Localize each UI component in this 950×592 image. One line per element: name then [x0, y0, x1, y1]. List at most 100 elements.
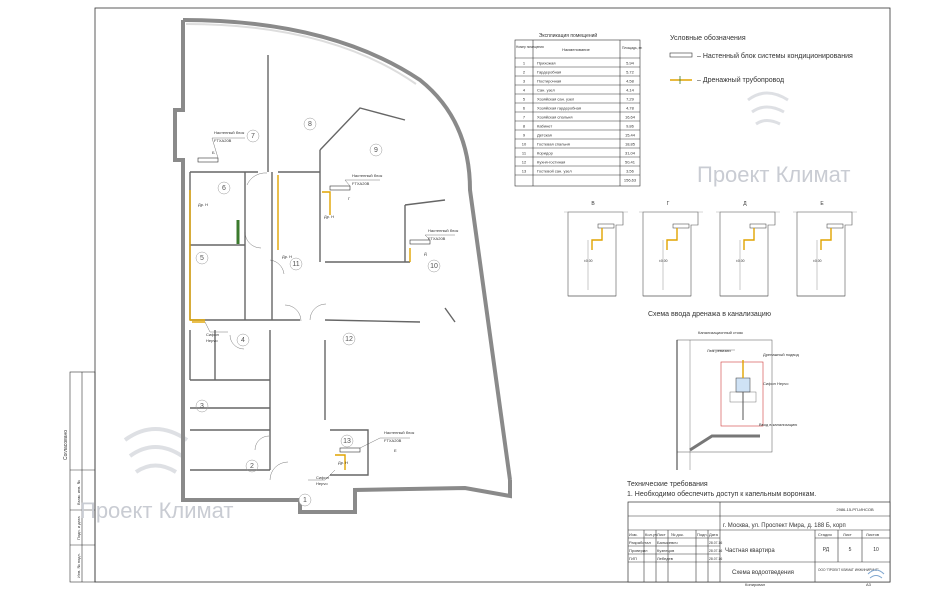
legend-unit-label: – Настенный блок системы кондиционирован… — [697, 52, 853, 60]
person-2-role: Проверил — [629, 548, 648, 553]
stamp-sheets-h: Листов — [866, 532, 879, 537]
hc-1: Кол.уч — [645, 532, 657, 537]
explication-title: Экспликация помещений — [539, 32, 598, 39]
legend-drain-label: – Дренажный трубопровод — [697, 76, 784, 84]
expl-row-name: Коридор — [537, 150, 554, 155]
expl-row-name: Кабинет — [537, 123, 552, 128]
person-3-date: 28.07.16 — [709, 557, 722, 561]
watermark-right: Проект Климат — [697, 162, 850, 187]
person-2-date: 28.07.16 — [709, 549, 722, 553]
margin-sign: Подп. и дата — [76, 516, 81, 540]
expl-row-name: Хозяйская гардеробная — [537, 105, 581, 110]
margin-inv: Инв. № подл. — [76, 553, 81, 578]
interior-walls — [189, 55, 456, 476]
expl-row-num: 13 — [522, 168, 527, 173]
callout-2-letter: Г — [348, 196, 351, 201]
th-name: Наименование — [562, 47, 591, 52]
drain-tag-1: Др. Н — [198, 202, 208, 207]
stamp-sheets: 10 — [873, 547, 879, 553]
callout-2-model: FTXA20B — [352, 181, 370, 186]
callout-1-model: FTXA20B — [214, 138, 232, 143]
callout-3-model: FTXA20B — [428, 236, 446, 241]
ds-siphon: Сифон Hepvo — [763, 381, 789, 386]
expl-row-area: 16,64 — [625, 114, 636, 119]
th-area: Площадь, м² — [622, 46, 643, 50]
callout-4-label: Настенный блок — [384, 430, 414, 435]
hc-0: Изм. — [629, 532, 638, 537]
siphon-2-brand: Hepvo — [316, 481, 328, 486]
expl-row-name: Кухня-гостиная — [537, 159, 565, 164]
room-12: 12 — [345, 336, 353, 343]
expl-row-name: Хозяйская сан. узел — [537, 96, 575, 101]
drain-tag-2: Др. Н — [282, 254, 292, 259]
section-height: ±0.00 — [659, 259, 668, 263]
ds-inlet: Ввод в канализацию — [759, 422, 797, 427]
room-4: 4 — [241, 337, 245, 344]
stamp-sheet: 5 — [849, 547, 852, 553]
expl-row-name: Прихожая — [537, 60, 556, 65]
section-height: ±0.00 — [813, 259, 822, 263]
expl-row-num: 4 — [523, 87, 526, 92]
expl-row-name: Гостевая спальня — [537, 141, 570, 146]
callout-3-letter: Д — [424, 251, 427, 256]
callout-1-letter: Б — [212, 150, 215, 155]
person-1-date: 28.07.16 — [709, 541, 722, 545]
section-4: Е ±0.00 — [793, 201, 857, 297]
drain-pipes — [189, 175, 411, 470]
section-2: Г±0.00 — [639, 201, 703, 297]
hc-4: Подп. — [697, 532, 708, 537]
expl-row-num: 12 — [522, 159, 527, 164]
sections-group: В±0.00Г±0.00Д±0.00Е±0.00 — [564, 201, 857, 297]
hc-5: Дата — [709, 532, 719, 537]
siphon-1-brand: Hepvo — [206, 338, 218, 343]
siphon-1-label: Сифон — [206, 332, 219, 337]
door-swings — [229, 172, 327, 481]
legend: Условные обозначения – Настенный блок си… — [669, 34, 853, 84]
tech-title: Технические требования — [627, 480, 708, 488]
watermark-left: Проект Климат — [80, 498, 233, 523]
legend-title: Условные обозначения — [670, 34, 746, 42]
stamp-sheet-h: Лист — [843, 532, 852, 537]
expl-row-area: 31,04 — [625, 150, 636, 155]
stamp-address: г. Москва, ул. Проспект Мира, д. 188 Б, … — [723, 523, 846, 529]
margin-agreed: Согласовано — [63, 430, 69, 460]
siphon-2-label: Сифон — [316, 475, 329, 480]
person-3-name: Лебедев — [657, 556, 673, 561]
floor-plan: 1 2 3 4 5 6 7 8 9 10 11 12 13 — [173, 18, 512, 514]
watermark-logo-right — [747, 91, 789, 126]
outer-wall-arc — [182, 18, 512, 481]
section-letter: В — [591, 201, 595, 207]
drain-scheme-title: Схема ввода дренажа в канализацию — [648, 311, 771, 318]
person-1-role: Разработал — [629, 540, 651, 545]
section-height: ±0.00 — [736, 259, 745, 263]
expl-row-num: 1 — [523, 60, 526, 65]
section-1: В±0.00 — [564, 201, 628, 297]
ds-stack: Канализационный стояк — [698, 330, 743, 335]
room-8: 8 — [308, 121, 312, 128]
th-number: Номер помещения — [516, 45, 544, 49]
ds-drain: Дренажный подвод — [763, 352, 800, 357]
stamp-code: 2986-15-РП-ИНСОВ — [836, 507, 874, 512]
expl-row-num: 3 — [523, 78, 526, 83]
expl-row-name: Детская — [537, 132, 552, 137]
expl-row-num: 5 — [523, 96, 526, 101]
callout-1-label: Настенный блок — [214, 130, 244, 135]
stamp-stage-h: Стадия — [818, 532, 832, 537]
expl-row-name: Гардеробная — [537, 69, 561, 74]
expl-row-area: 3,56 — [626, 168, 635, 173]
legend-unit-symbol — [669, 52, 693, 58]
ds-hatch: Люк ревизии — [707, 348, 731, 353]
watermark-logo-left — [123, 427, 189, 474]
expl-row-name: Хозяйская спальня — [537, 114, 573, 119]
section-letter: Е — [820, 201, 824, 207]
callout-3-label: Настенный блок — [428, 228, 458, 233]
person-1-name: Балыкевич — [657, 540, 678, 545]
expl-row-num: 7 — [523, 114, 526, 119]
expl-row-num: 10 — [522, 141, 527, 146]
expl-row-area: 50,41 — [625, 159, 636, 164]
room-6: 6 — [222, 185, 226, 192]
hc-3: № док. — [671, 532, 684, 537]
stamp-company: ООО "ПРОЕКТ КЛИМАТ ИНЖИНИРИНГ" — [818, 568, 879, 572]
expl-row-name: Постирочная — [537, 78, 561, 83]
